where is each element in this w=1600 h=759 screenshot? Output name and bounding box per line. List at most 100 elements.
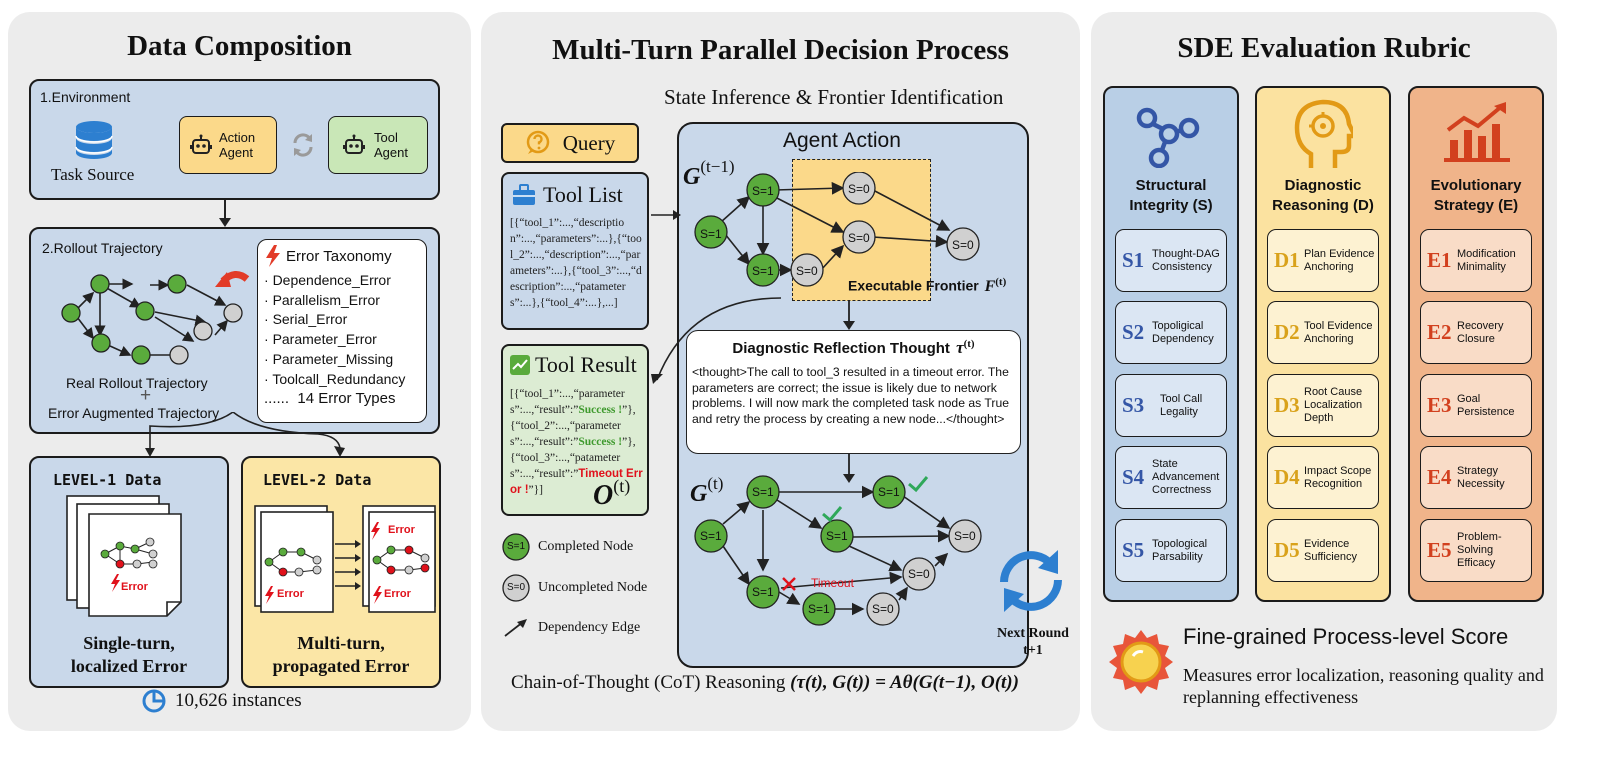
level-2-title: LEVEL-2 Data	[263, 471, 372, 489]
panel-title: Data Composition	[127, 30, 352, 62]
rollout-trajectory-box: 2.Rollout Trajectory Real Rollout Trajec…	[29, 227, 440, 434]
tool-agent-box: Tool Agent	[328, 116, 428, 174]
error-taxonomy-card: Error Taxonomy · Dependence_Error · Para…	[257, 239, 427, 423]
taxonomy-item: · Parameter_Missing	[264, 350, 394, 367]
flow-arrow	[843, 301, 855, 330]
reflection-thought-box: Diagnostic Reflection Thought τ(t) <thou…	[686, 330, 1021, 454]
node-label: S=0	[908, 567, 930, 581]
node-label: S=1	[700, 529, 722, 543]
plus-sign: +	[140, 385, 152, 406]
environment-heading: 1.Environment	[40, 89, 131, 105]
flow-arrow	[219, 200, 231, 227]
node-label: S=1	[700, 227, 722, 241]
question-bubble-icon	[526, 130, 549, 154]
flow-arrows	[651, 210, 782, 384]
flow-arrow	[843, 454, 855, 483]
sync-icon	[293, 133, 313, 157]
legend-uncompleted: S=0 Uncompleted Node	[501, 573, 647, 603]
tool-result-text: [{“tool_1”:...,“parameters”:...,“result”…	[510, 388, 643, 496]
cycle-arrows-icon	[1000, 550, 1062, 612]
chart-check-icon	[510, 355, 530, 375]
graph-prev-label: G(t−1)	[683, 157, 735, 190]
medal-badge-icon	[1109, 630, 1173, 694]
task-source-label: Task Source	[51, 165, 135, 184]
environment-box: 1.Environment Task Source Action Agent	[29, 79, 440, 200]
document-stack-icon	[66, 495, 182, 617]
tool-list-box: Tool List [{“tool_1”:...,“description”:.…	[501, 172, 649, 330]
panel-title: Multi-Turn Parallel Decision Process	[552, 34, 1009, 66]
tool-agent-label: Tool Agent	[374, 130, 408, 160]
score-description: Measures error localization, reasoning q…	[1183, 665, 1544, 707]
split-arrows	[145, 412, 345, 457]
taxonomy-item: · Serial_Error	[264, 311, 348, 328]
observation-symbol: O(t)	[593, 476, 631, 511]
network-nodes-icon	[1136, 107, 1200, 168]
trajectory-graph	[61, 271, 250, 365]
action-agent-box: Action Agent	[179, 116, 277, 174]
query-label: Query	[562, 130, 616, 155]
cot-formula: Chain-of-Thought (CoT) Reasoning (τ(t), …	[511, 672, 1019, 693]
legend-completed: S=1 Completed Node	[501, 532, 647, 562]
error-label: Error	[277, 588, 304, 600]
tool-result-box: Tool Result [{“tool_1”:...,“parameters”:…	[501, 344, 649, 516]
decision-process-panel: Multi-Turn Parallel Decision Process Sta…	[481, 12, 1080, 731]
robot-icon	[343, 134, 365, 154]
legend: S=1 Completed Node S=0 Uncompleted Node …	[501, 532, 647, 643]
augmented-trajectory-label: Error Augmented Trajectory	[48, 405, 220, 421]
action-agent-label: Action Agent	[219, 130, 256, 160]
graph-cur-label: G(t)	[690, 474, 724, 507]
level-1-caption: Single-turn,localized Error	[70, 633, 188, 676]
level-1-title: LEVEL-1 Data	[53, 471, 162, 489]
reflection-title: Diagnostic Reflection Thought τ(t)	[732, 338, 975, 357]
node-label: S=0	[872, 602, 894, 616]
data-composition-panel: Data Composition 1.Environment Task Sour…	[8, 12, 471, 731]
tool-list-title: Tool List	[543, 182, 623, 207]
graph-prev	[694, 172, 980, 287]
reflection-text: <thought>The call to tool_3 resulted in …	[692, 365, 1010, 426]
legend-edge: Dependency Edge	[501, 613, 647, 643]
panel-title: SDE Evaluation Rubric	[1177, 32, 1471, 64]
taxonomy-summary: ...... 14 Error Types	[264, 390, 396, 408]
node-label: S=1	[752, 264, 774, 278]
database-icon	[75, 121, 113, 159]
timeout-label: Timeout	[811, 576, 854, 590]
node-label: S=0	[952, 238, 974, 252]
graph-cur	[694, 475, 982, 626]
error-label: Error	[121, 581, 148, 593]
lightning-icon	[266, 245, 280, 267]
tool-list-text: [{“tool_1”:...,“description”:...,“parame…	[510, 217, 642, 309]
panel-subtitle: State Inference & Frontier Identificatio…	[664, 85, 1004, 109]
node-label: S=1	[752, 485, 774, 499]
growth-chart-icon	[1444, 102, 1510, 162]
agent-action-title: Agent Action	[783, 129, 901, 152]
score-title: Fine-grained Process-level Score	[1183, 624, 1509, 649]
rollout-heading: 2.Rollout Trajectory	[42, 240, 163, 256]
toolbox-icon	[513, 184, 535, 205]
taxonomy-item: · Dependence_Error	[264, 272, 391, 288]
error-label: Error	[388, 524, 415, 536]
real-trajectory-label: Real Rollout Trajectory	[66, 375, 208, 391]
taxonomy-item: · Parallelism_Error	[264, 291, 380, 308]
node-label: S=0	[848, 231, 870, 245]
taxonomy-item: · Toolcall_Redundancy	[264, 370, 406, 387]
